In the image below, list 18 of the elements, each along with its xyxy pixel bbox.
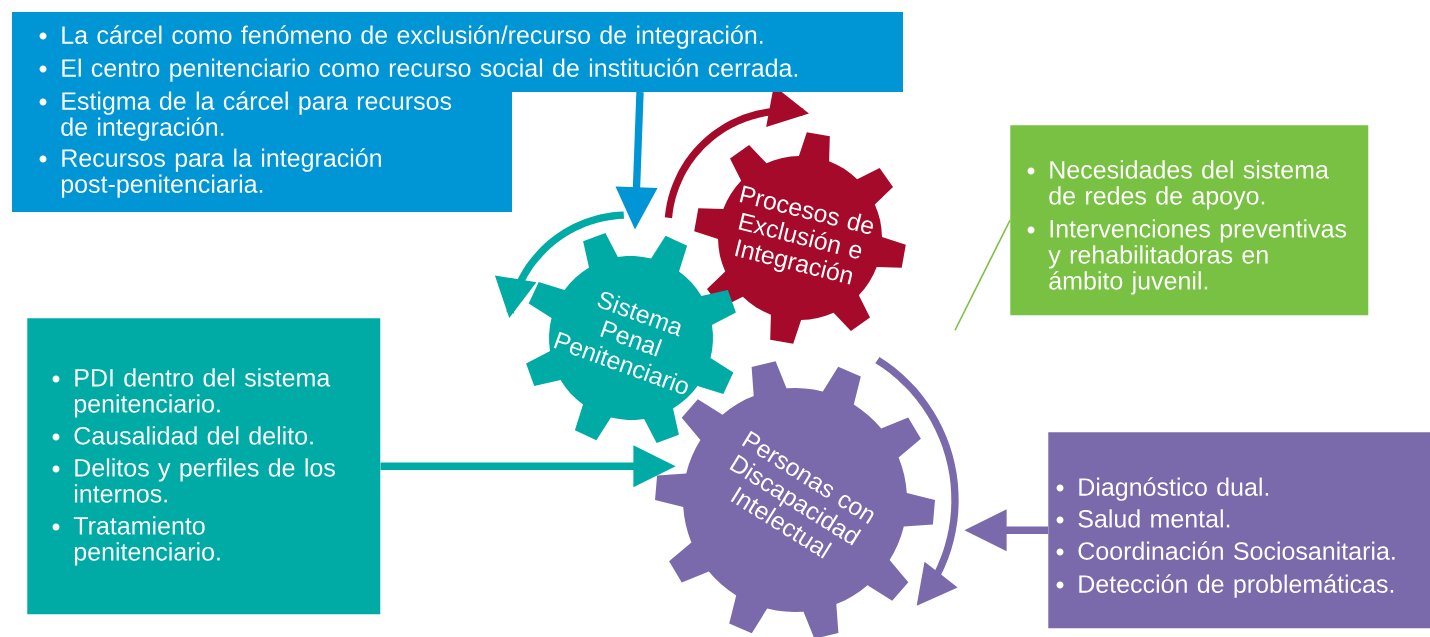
list-item: Coordinación Sociosanitaria.: [1056, 541, 1395, 560]
text-panel: [1048, 432, 1430, 629]
text-panel: [1010, 125, 1369, 316]
list-item: Delitos y perfiles de los internos.: [52, 458, 335, 503]
list-item: Salud mental.: [1056, 509, 1230, 528]
list-item: Causalidad del delito.: [52, 426, 313, 445]
list-item: Recursos para la integración post-penitenciaria.: [39, 148, 381, 198]
list-item: Detección de problemáticas.: [1056, 574, 1394, 598]
list-item: Diagnóstico dual.: [1056, 477, 1269, 501]
list-item: Tratamiento penitenciario.: [52, 516, 220, 566]
list-item: PDI dentro del sistema penitenciario.: [52, 368, 331, 418]
connector-line: [954, 219, 1011, 332]
list-item: El centro penitenciario como recurso social de institución cerrada.: [39, 58, 798, 82]
list-item: Estigma de la cárcel para recursos de integración.: [39, 91, 452, 141]
list-item: Intervenciones preventivas y rehabilitadoras en ámbito juvenil.: [1027, 219, 1347, 295]
list-item: Necesidades del sistema de redes de apoyo.: [1027, 160, 1329, 210]
text-panel: [27, 318, 381, 615]
list-item: La cárcel como fenómeno de exclusión/recurso de integración.: [39, 25, 763, 49]
